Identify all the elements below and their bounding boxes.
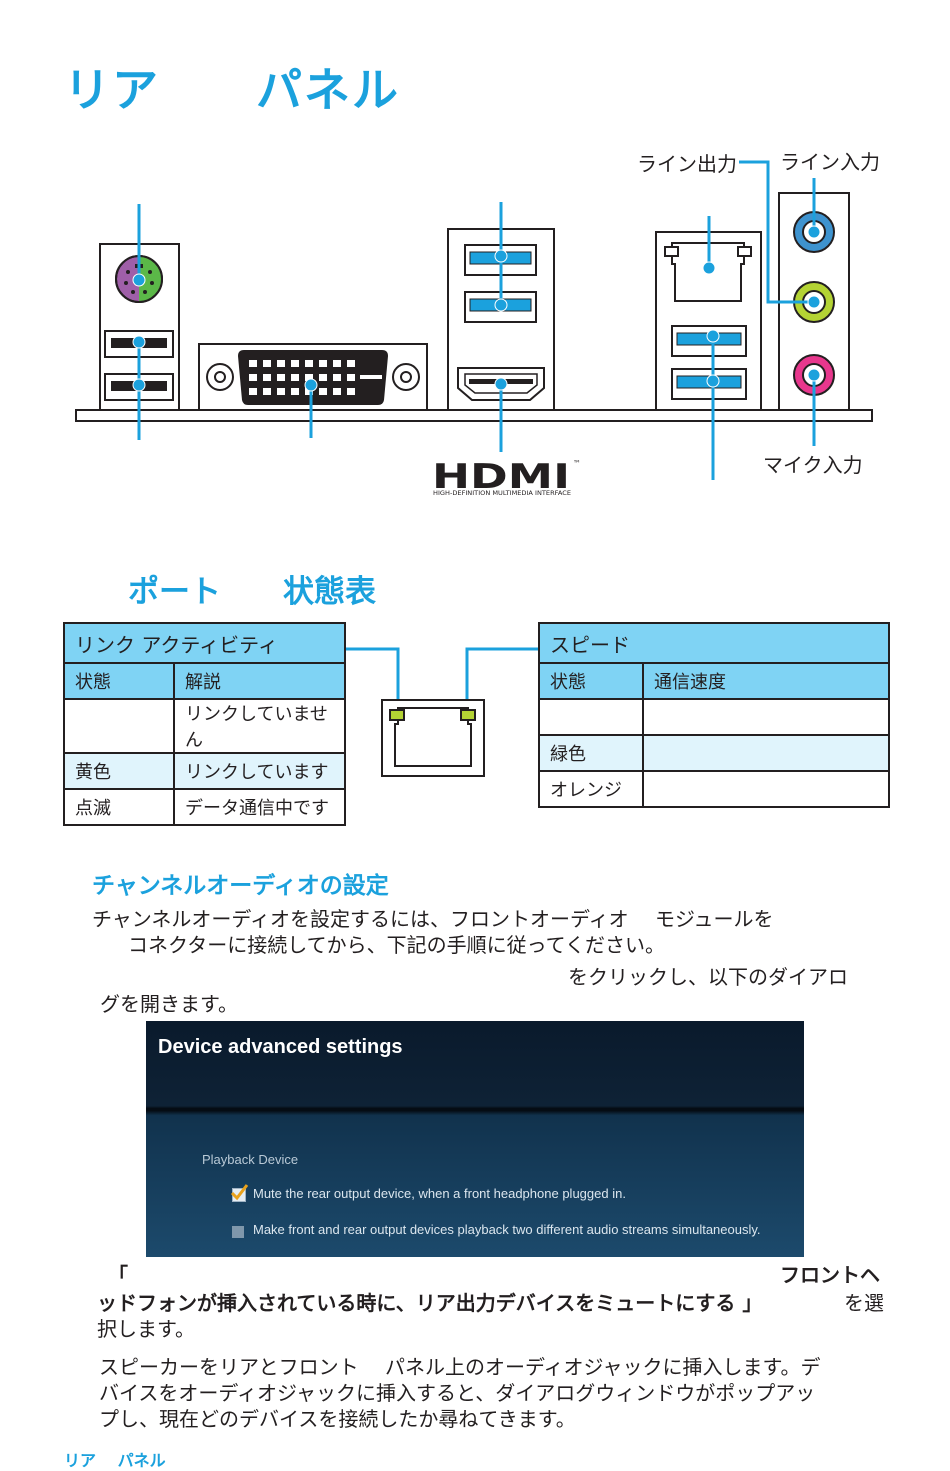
step2-line-1-end: フロントヘ: [780, 1263, 880, 1287]
table-header: 状態: [63, 662, 175, 700]
table-row: 点滅 データ通信中です: [63, 788, 346, 826]
table-cell: [642, 770, 890, 808]
step2-quote-open: 「: [108, 1263, 128, 1287]
step1-line-1: をクリックし、以下のダイアロ: [568, 965, 848, 989]
table-header: 状態: [538, 662, 644, 700]
hdmi-logo-text: HDMI: [432, 457, 570, 497]
table-cell: 点滅: [63, 788, 175, 826]
speed-table: スピード 状態 通信速度 緑色 オレンジ: [538, 622, 890, 808]
dual-stream-checkbox[interactable]: [232, 1226, 244, 1238]
step3-line-3: プし、現在どのデバイスを接続したか尋ねてきます。: [99, 1407, 576, 1431]
mute-rear-option-label: Mute the rear output device, when a fron…: [253, 1186, 626, 1201]
step3-line-2: バイスをオーディオジャックに挿入すると、ダイアログウィンドウがポップアッ: [99, 1381, 816, 1405]
table-cell: [63, 698, 175, 754]
dvi-port-icon: [206, 350, 420, 405]
dialog-title: Device advanced settings: [158, 1036, 403, 1058]
table-cell: 緑色: [538, 734, 644, 772]
link-activity-table: リンク アクティビティ 状態 解説 リンクしていません 黄色 リンクしています …: [63, 622, 346, 826]
table-row: 黄色 リンクしています: [63, 752, 346, 790]
link-activity-title: リンク アクティビティ: [63, 622, 346, 664]
table-cell: オレンジ: [538, 770, 644, 808]
line-in-label: ライン入力: [780, 150, 880, 174]
page-title: リア パネル: [64, 63, 400, 117]
table-row: 緑色: [538, 734, 890, 772]
intro-line-2: コネクターに接続してから、下記の手順に従ってください。: [128, 933, 665, 957]
step2-line-2: ッドフォンが挿入されている時に、リア出力デバイスをミュートにする 」: [97, 1291, 763, 1315]
step2-line-2-tail: を選: [844, 1291, 884, 1315]
step2-line-3: 択します。: [97, 1317, 195, 1341]
led-left-icon: [389, 709, 405, 721]
table-row: [538, 698, 890, 736]
audio-section-heading: チャンネルオーディオの設定: [92, 873, 389, 899]
hdmi-logo-tm: ™: [573, 459, 581, 468]
step1-line-2: グを開きます。: [100, 992, 238, 1016]
table-cell: リンクしていません: [173, 698, 346, 754]
page-footer: リア パネル: [64, 1451, 166, 1470]
status-table-heading: ポート 状態表: [128, 574, 376, 610]
table-cell: データ通信中です: [173, 788, 346, 826]
step3-line-1: スピーカーをリアとフロント パネル上のオーディオジャックに挿入します。デ: [99, 1355, 821, 1379]
playback-device-label: Playback Device: [202, 1152, 299, 1167]
hdmi-logo-tagline: HIGH-DEFINITION MULTIMEDIA INTERFACE: [433, 490, 571, 497]
speed-title: スピード: [538, 622, 890, 664]
intro-line-1: チャンネルオーディオを設定するには、フロントオーディオ モジュールを: [92, 907, 774, 931]
dual-stream-option-label: Make front and rear output devices playb…: [253, 1222, 761, 1237]
lan-led-diagram: [346, 647, 538, 777]
rear-panel-diagram: HDMI ™ HIGH-DEFINITION MULTIMEDIA INTERF…: [75, 160, 873, 497]
led-right-icon: [460, 709, 476, 721]
line-out-label: ライン出力: [637, 152, 737, 176]
table-cell: [538, 698, 644, 736]
table-cell: [642, 698, 890, 736]
mic-in-label: マイク入力: [763, 453, 863, 477]
table-cell: リンクしています: [173, 752, 346, 790]
device-advanced-settings-dialog: Device advanced settings Playback Device…: [146, 1021, 804, 1257]
checkmark-icon: [230, 1184, 249, 1201]
table-header: 通信速度: [642, 662, 890, 700]
io-shield-base: [75, 409, 873, 422]
lan-port-icon: [394, 707, 472, 767]
table-header: 解説: [173, 662, 346, 700]
table-cell: [642, 734, 890, 772]
table-cell: 黄色: [63, 752, 175, 790]
table-row: リンクしていません: [63, 698, 346, 754]
hdmi-logo: HDMI ™ HIGH-DEFINITION MULTIMEDIA INTERF…: [432, 457, 581, 497]
table-row: オレンジ: [538, 770, 890, 808]
